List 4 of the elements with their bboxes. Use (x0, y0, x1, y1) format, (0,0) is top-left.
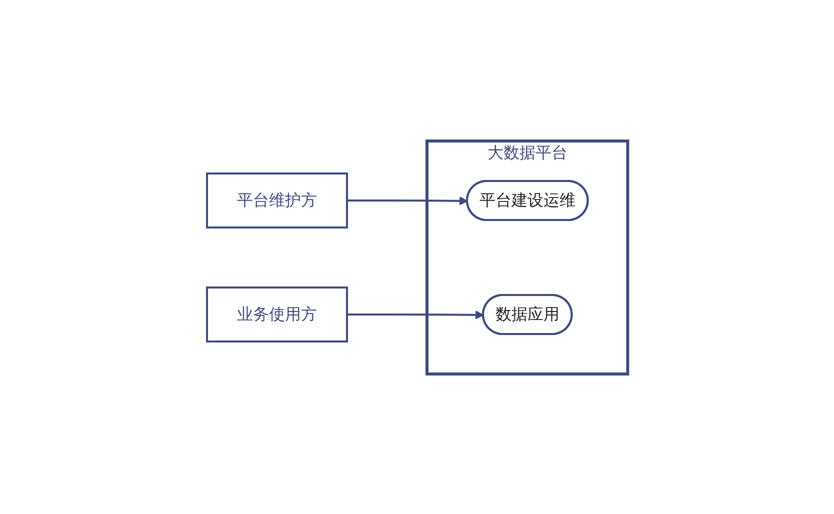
arrow (346, 196, 468, 205)
node-box: 业务使用方 (206, 286, 348, 342)
node-box: 平台维护方 (206, 172, 348, 228)
arrow (346, 310, 484, 319)
